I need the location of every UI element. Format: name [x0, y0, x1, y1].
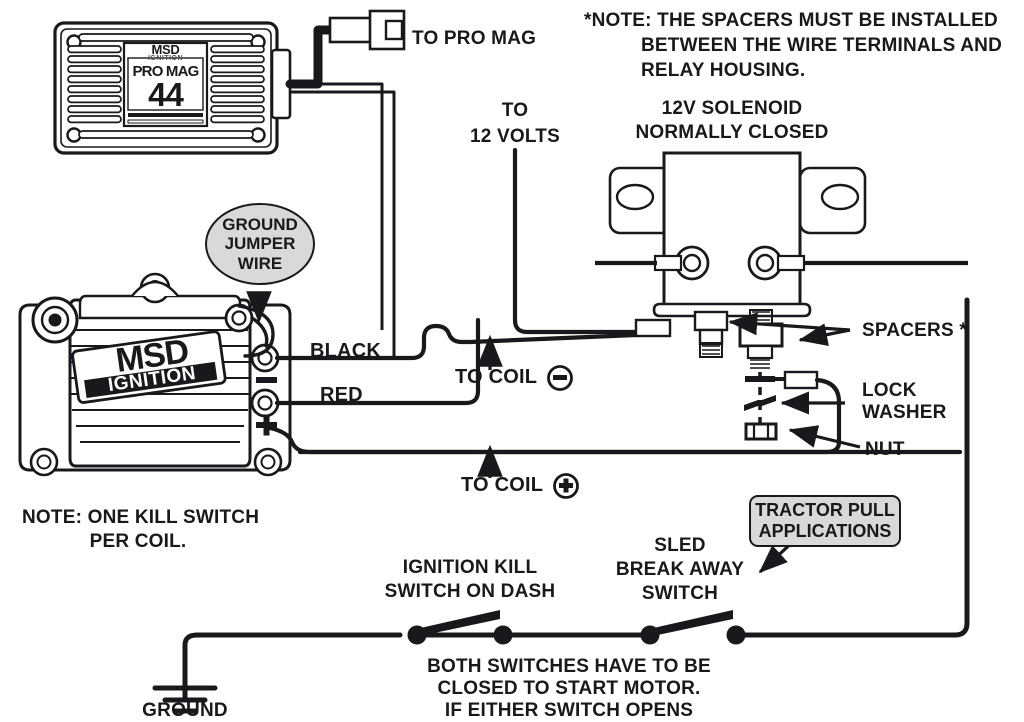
promag-brand-text: MSD [151, 42, 180, 57]
solenoid-label-line-1: 12V SOLENOID [661, 98, 803, 119]
sled-break-away-line-3: SWITCH [641, 583, 719, 604]
to-12-volts-line-2: 12 VOLTS [470, 126, 560, 147]
bottom-note-line-3: IF EITHER SWITCH OPENS [444, 700, 694, 721]
msd-ignition-coil [18, 272, 292, 477]
chassis-ground-symbol [152, 685, 218, 714]
tractor-pull-callout: TRACTOR PULL APPLICATIONS [749, 495, 901, 547]
sled-break-away-line-1: SLED [654, 535, 706, 556]
promag-model-line-text: PRO MAG [132, 63, 199, 80]
to-coil-negative-label: TO COIL [455, 366, 538, 388]
to-coil-symbols [547, 365, 579, 499]
to-coil-positive-label: TO COIL [461, 474, 544, 496]
nut-label: NUT [865, 439, 905, 460]
lock-washer-line-2: WASHER [862, 402, 947, 423]
black-wire-label: BLACK [310, 340, 381, 362]
ignition-kill-switch-line-2: SWITCH ON DASH [384, 581, 556, 602]
spacer-note-line-1: *NOTE: THE SPACERS MUST BE INSTALLED [584, 10, 998, 31]
switch-circuit [152, 297, 970, 714]
red-wire-label: RED [320, 384, 363, 406]
sled-break-away-switch[interactable] [640, 610, 746, 645]
bottom-note-line-2: CLOSED TO START MOTOR. [437, 678, 701, 699]
to-12-volts-line-1: TO [501, 100, 529, 121]
pro-mag-cable [285, 9, 406, 360]
nut-arrow [788, 425, 861, 449]
lock-washer [744, 395, 776, 411]
12v-solenoid-relay [595, 151, 968, 369]
solenoid-label-line-2: NORMALLY CLOSED [635, 122, 829, 143]
kill-switch-note-line-1: NOTE: ONE KILL SWITCH [22, 507, 260, 528]
spacer-note-line-3: RELAY HOUSING. [641, 60, 806, 81]
bottom-note-line-1: BOTH SWITCHES HAVE TO BE [427, 656, 711, 677]
spacers-label: SPACERS * [862, 320, 967, 341]
spacer-arrow-right [798, 323, 851, 346]
ignition-kill-switch[interactable] [407, 610, 513, 645]
promag-model-number-text: 44 [148, 76, 184, 113]
ignition-kill-switch-line-1: IGNITION KILL [402, 557, 538, 578]
promag-brand-sub-text: IGNITION [147, 55, 184, 62]
kill-switch-note-line-2: PER COIL. [89, 531, 187, 552]
ground-jumper-wire-callout: GROUND JUMPER WIRE [205, 203, 315, 285]
ground-label: GROUND [142, 700, 228, 721]
sled-break-away-line-2: BREAK AWAY [615, 559, 745, 580]
spacer-arrow-left [728, 312, 851, 336]
spacer-note-line-2: BETWEEN THE WIRE TERMINALS AND [641, 35, 1003, 56]
pro-mag-44-module [53, 21, 292, 155]
nut [744, 422, 778, 441]
lock-washer-line-1: LOCK [862, 380, 917, 401]
to-pro-mag-label: TO PRO MAG [412, 28, 537, 49]
